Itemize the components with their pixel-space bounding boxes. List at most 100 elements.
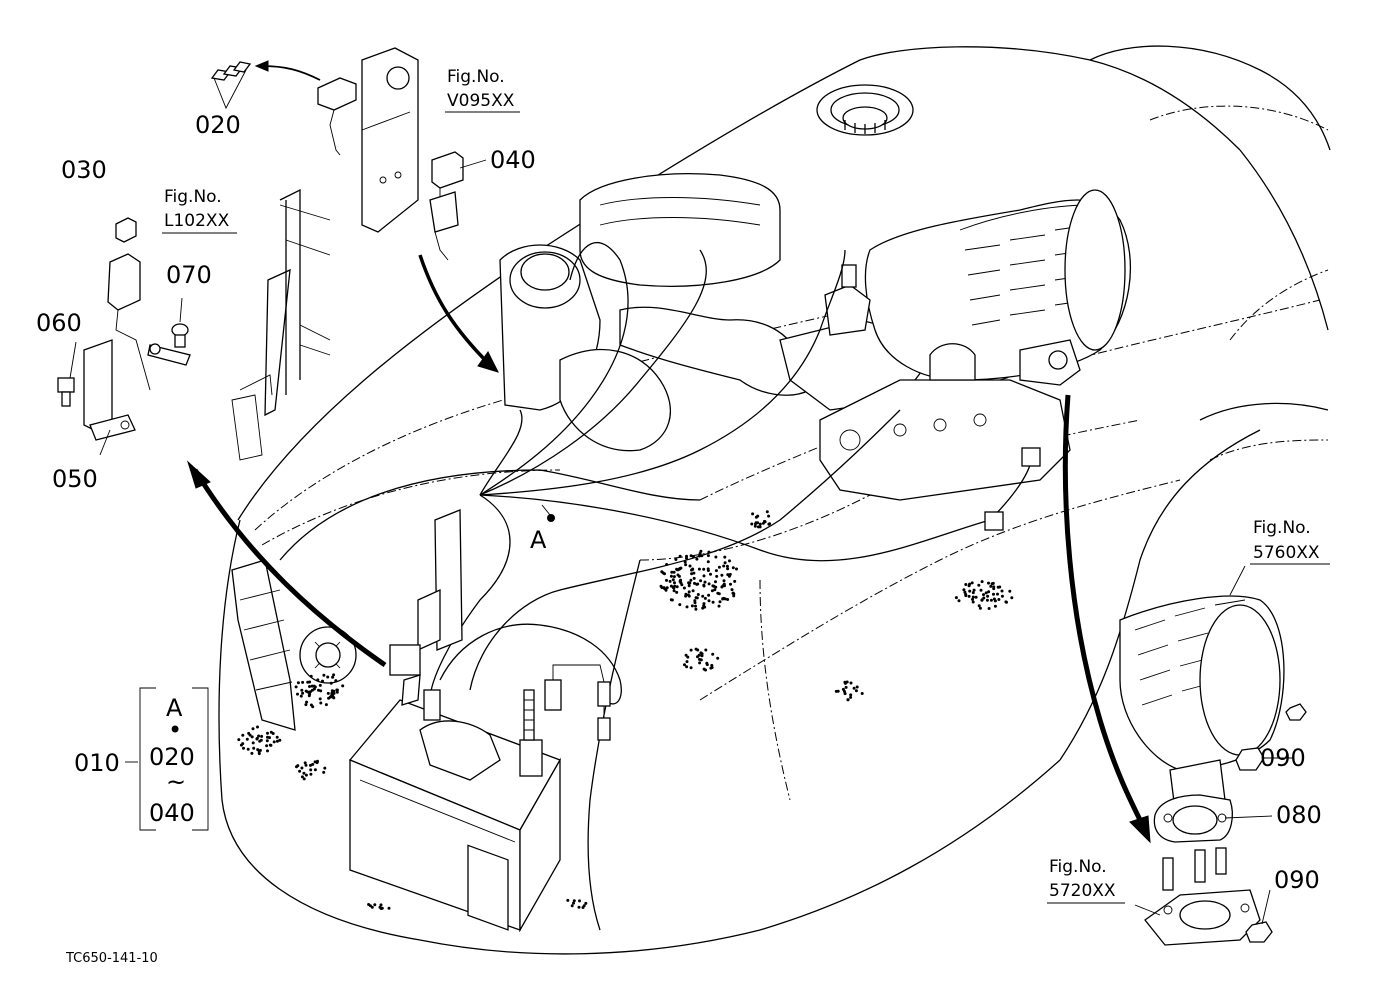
texture-dot [685,605,689,609]
texture-dot [250,751,254,755]
nuts-090 [1235,703,1307,943]
texture-dot [728,559,731,563]
texture-dot [659,584,663,588]
texture-dot [986,594,990,598]
texture-dot [698,552,702,555]
texture-dot [684,563,688,567]
texture-dot [709,666,713,670]
texture-dot [251,741,255,745]
texture-dot [692,576,696,580]
texture-dot [726,598,730,601]
texture-dot [705,663,709,667]
texture-dot [310,688,314,692]
texture-dot [669,584,673,588]
texture-dot [671,578,675,582]
texture-dot [763,519,766,523]
texture-dot [689,554,693,558]
texture-dot [309,703,313,707]
texture-dot [765,510,769,514]
texture-dot [259,738,263,742]
texture-dot [698,554,701,558]
texture-dot [846,698,850,702]
texture-dot [731,591,735,595]
texture-dot [697,567,701,571]
texture-dot [307,694,311,698]
bracket-tilde: ~ [166,768,186,796]
texture-dot [717,604,721,608]
texture-dot [304,773,308,777]
texture-dot [268,736,271,740]
texture-dot [306,680,310,684]
texture-dot [691,555,695,558]
texture-dot [578,899,581,903]
texture-dot [696,648,700,652]
callout-080: 080 [1276,801,1322,829]
texture-dot [258,748,262,752]
texture-dot [665,586,669,590]
texture-dot [278,738,282,742]
texture-dot [313,685,317,689]
texture-dot [731,566,735,570]
texture-dot [687,590,691,594]
muffler-5760XX [1119,595,1285,811]
texture-dot [572,901,575,905]
texture-dot [964,583,968,586]
texture-dot [684,594,688,598]
texture-dot [331,675,335,679]
texture-dot [750,522,754,526]
texture-dot [693,601,697,605]
texture-dot [299,694,303,698]
texture-dot [1010,596,1014,600]
texture-dot [692,571,696,575]
fig-ref-title-2: Fig.No. [164,187,222,207]
texture-dot [302,777,306,781]
texture-dot [315,761,319,765]
texture-dot [691,589,695,593]
texture-dot [693,581,696,585]
texture-dot [722,579,726,583]
texture-dot [331,695,335,699]
texture-dot [326,675,330,679]
texture-dot [672,575,676,579]
texture-dot [266,749,269,753]
texture-dot [849,693,853,697]
texture-dot [582,904,586,908]
texture-dot [241,733,245,737]
glow-relay-and-fuse [523,664,611,741]
texture-dot [334,679,338,683]
relay-030 [107,217,151,391]
texture-dot [689,666,693,670]
texture-dot [319,689,323,693]
texture-dot [706,560,710,564]
texture-dot [309,674,313,678]
texture-dot [984,591,988,595]
texture-dot [989,584,993,588]
texture-dot [972,588,976,592]
texture-dot [758,525,762,529]
fig-ref-number-3: 5760XX [1253,543,1320,563]
texture-dot [673,584,677,588]
texture-dot [683,560,687,564]
texture-dot [305,700,309,704]
texture-dot [698,661,702,665]
texture-dot [730,588,734,592]
texture-dot [709,572,712,576]
texture-dot [696,593,700,596]
flange-5720XX [1144,889,1261,946]
texture-dot [301,680,305,684]
texture-dot [688,564,692,568]
texture-dot [718,600,722,604]
texture-dot [722,582,726,586]
texture-dot [725,564,729,568]
battery [348,689,561,933]
texture-dot [318,697,322,701]
texture-dot [992,585,996,589]
texture-dot [726,573,730,577]
texture-dot [673,581,676,585]
texture-dot [329,681,333,685]
texture-dot [318,683,322,687]
texture-dot [275,735,279,739]
texture-dot [700,654,704,658]
texture-dot [967,594,971,598]
texture-dot [237,738,241,742]
